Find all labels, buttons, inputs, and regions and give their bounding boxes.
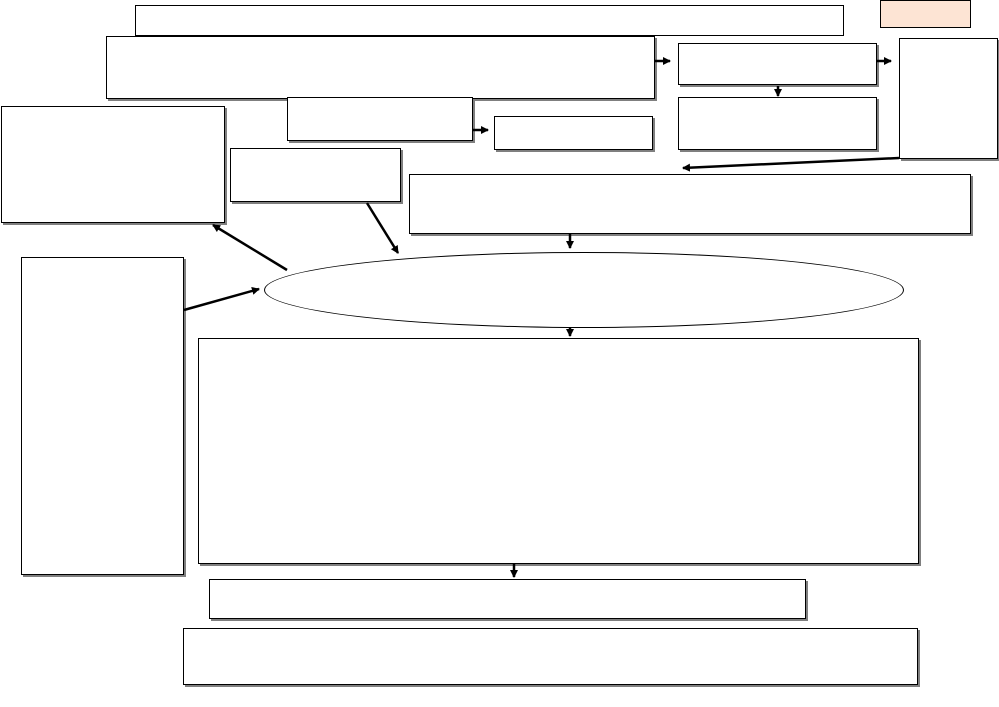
left-mid-box	[230, 148, 401, 202]
center-sub-box	[287, 97, 473, 141]
left-tall-box	[21, 257, 184, 575]
bottom-2-box	[183, 628, 918, 685]
wide-mid-box	[409, 174, 971, 234]
right-top-box	[678, 43, 877, 85]
far-right-box	[899, 38, 998, 159]
bottom-1-box	[209, 579, 806, 619]
arrow-left-mid-to-ellipse	[365, 202, 400, 254]
title-bar-box	[135, 5, 844, 36]
center-sub-right-box	[494, 116, 653, 150]
big-main-box	[198, 338, 919, 564]
central-ellipse	[264, 252, 904, 328]
arrow-left-tall-to-ellipse	[183, 287, 260, 312]
left-top-box	[1, 106, 225, 223]
corner-tag-box	[880, 0, 971, 28]
arrow-ellipse-to-left-top	[212, 223, 288, 272]
right-mid-box	[678, 97, 877, 150]
arrow-far-right-to-wide-mid	[682, 156, 900, 172]
